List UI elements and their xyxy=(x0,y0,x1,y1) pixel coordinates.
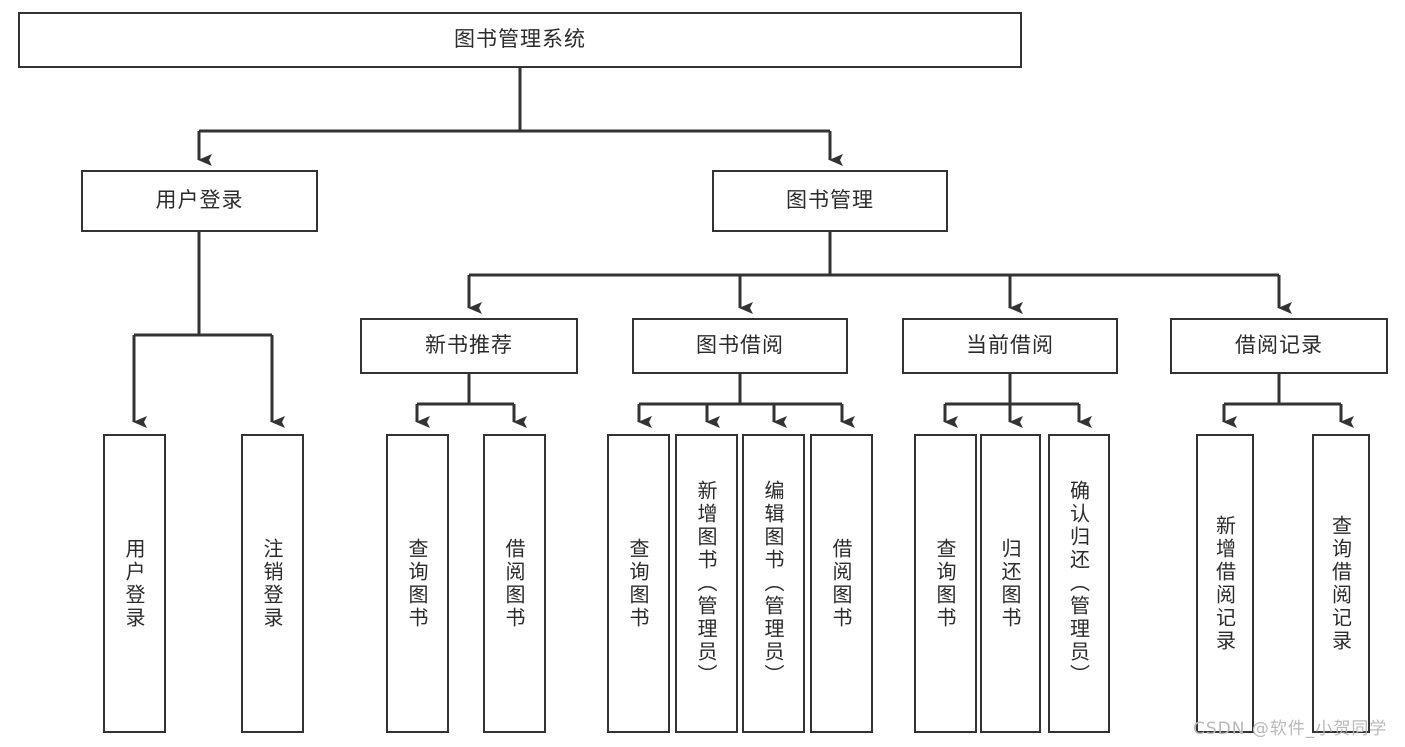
node-book-manage-label: 图书管理 xyxy=(786,188,874,213)
node-leaf-borrow-book-2-label: 借阅图书 xyxy=(829,537,853,630)
node-user-login[interactable]: 用户登录 xyxy=(81,170,318,232)
node-leaf-query-book-3[interactable]: 查询图书 xyxy=(914,434,977,733)
node-user-login-label: 用户登录 xyxy=(155,188,244,213)
node-book-borrow-label: 图书借阅 xyxy=(696,333,784,358)
node-leaf-query-book-2[interactable]: 查询图书 xyxy=(607,434,670,733)
node-current-borrow-label: 当前借阅 xyxy=(966,333,1054,358)
node-root[interactable]: 图书管理系统 xyxy=(18,12,1022,68)
node-borrow-record-label: 借阅记录 xyxy=(1235,333,1323,358)
node-leaf-confirm-return[interactable]: 确认归还（管理员） xyxy=(1048,434,1110,733)
node-borrow-record[interactable]: 借阅记录 xyxy=(1170,318,1388,374)
node-leaf-borrow-book-1-label: 借阅图书 xyxy=(502,537,526,630)
node-current-borrow[interactable]: 当前借阅 xyxy=(902,318,1118,374)
node-leaf-user-login-label: 用户登录 xyxy=(122,537,146,630)
node-book-manage[interactable]: 图书管理 xyxy=(712,170,948,232)
node-leaf-logout[interactable]: 注销登录 xyxy=(241,434,304,733)
node-leaf-query-book-3-label: 查询图书 xyxy=(933,537,957,630)
node-new-book-recommend[interactable]: 新书推荐 xyxy=(360,318,578,374)
node-leaf-borrow-book-2[interactable]: 借阅图书 xyxy=(810,434,873,733)
node-leaf-add-record[interactable]: 新增借阅记录 xyxy=(1196,434,1254,733)
node-leaf-query-book-1-label: 查询图书 xyxy=(405,537,429,630)
node-leaf-query-book-1[interactable]: 查询图书 xyxy=(386,434,449,733)
node-leaf-return-book-label: 归还图书 xyxy=(998,537,1022,630)
node-leaf-add-record-label: 新增借阅记录 xyxy=(1212,514,1237,653)
node-leaf-edit-book[interactable]: 编辑图书（管理员） xyxy=(742,434,805,733)
node-leaf-logout-label: 注销登录 xyxy=(260,537,284,630)
node-root-label: 图书管理系统 xyxy=(454,27,586,52)
node-leaf-confirm-return-label: 确认归还（管理员） xyxy=(1066,480,1091,687)
node-leaf-query-record[interactable]: 查询借阅记录 xyxy=(1312,434,1370,733)
node-leaf-query-record-label: 查询借阅记录 xyxy=(1328,514,1353,653)
node-leaf-return-book[interactable]: 归还图书 xyxy=(980,434,1041,733)
node-leaf-add-book[interactable]: 新增图书（管理员） xyxy=(675,434,738,733)
node-new-book-recommend-label: 新书推荐 xyxy=(425,333,513,358)
node-leaf-user-login[interactable]: 用户登录 xyxy=(103,434,166,733)
node-leaf-edit-book-label: 编辑图书（管理员） xyxy=(761,480,785,687)
node-leaf-add-book-label: 新增图书（管理员） xyxy=(694,480,718,687)
watermark: CSDN @软件_小贺同学 xyxy=(1193,719,1388,739)
node-book-borrow[interactable]: 图书借阅 xyxy=(632,318,848,374)
node-leaf-borrow-book-1[interactable]: 借阅图书 xyxy=(483,434,546,733)
node-leaf-query-book-2-label: 查询图书 xyxy=(626,537,650,630)
